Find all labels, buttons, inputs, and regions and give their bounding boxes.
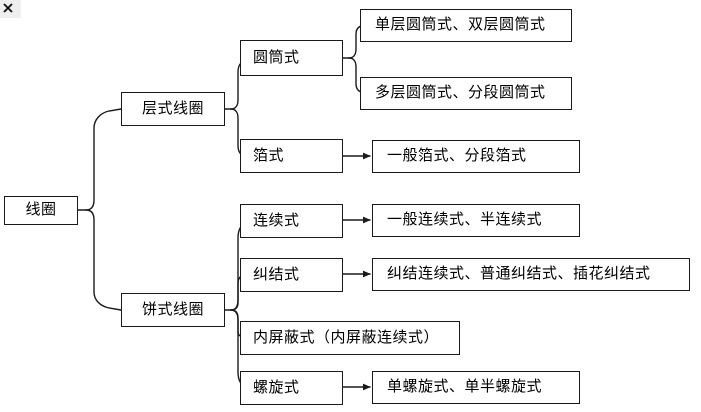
node-leaf-dan-luo-xuan[interactable]: 单螺旋式、单半螺旋式 bbox=[372, 371, 580, 404]
node-leaf-duo-ceng-fen-duan-yuan-tong[interactable]: 多层圆筒式、分段圆筒式 bbox=[360, 77, 572, 110]
node-leaf-jiu-jie-varieties[interactable]: 纠结连续式、普通纠结式、插花纠结式 bbox=[372, 258, 690, 291]
node-root-label: 线圈 bbox=[25, 202, 57, 218]
node-leaf-yi-ban-fen-duan-bo-shi[interactable]: 一般箔式、分段箔式 bbox=[372, 140, 580, 173]
node-jiu-jie-shi[interactable]: 纠结式 bbox=[240, 258, 343, 292]
node-leaf-1-label: 单层圆筒式、双层圆筒式 bbox=[375, 17, 546, 33]
node-bing-shi-xian-quan-label: 饼式线圈 bbox=[141, 301, 204, 318]
node-leaf-dan-shuang-ceng-yuan-tong[interactable]: 单层圆筒式、双层圆筒式 bbox=[360, 9, 572, 42]
node-leaf-5-label: 纠结连续式、普通纠结式、插花纠结式 bbox=[387, 266, 651, 282]
node-leaf-4-label: 一般连续式、半连续式 bbox=[387, 212, 543, 228]
broken-image-icon bbox=[0, 0, 21, 18]
node-leaf-6-label: 单螺旋式、单半螺旋式 bbox=[387, 379, 543, 395]
node-ceng-shi-xian-quan-label: 层式线圈 bbox=[141, 100, 204, 117]
node-leaf-2-label: 多层圆筒式、分段圆筒式 bbox=[375, 85, 546, 101]
node-yuan-tong-shi[interactable]: 圆筒式 bbox=[240, 40, 343, 76]
node-root[interactable]: 线圈 bbox=[4, 196, 78, 225]
node-nei-ping-bi-shi[interactable]: 内屏蔽式（内屏蔽连续式） bbox=[240, 321, 460, 355]
node-leaf-3-label: 一般箔式、分段箔式 bbox=[387, 148, 527, 164]
node-luo-xuan-shi[interactable]: 螺旋式 bbox=[240, 371, 343, 405]
node-lian-xu-shi[interactable]: 连续式 bbox=[240, 204, 343, 238]
node-yuan-tong-shi-label: 圆筒式 bbox=[253, 49, 300, 66]
node-bing-shi-xian-quan[interactable]: 饼式线圈 bbox=[121, 293, 225, 327]
node-ceng-shi-xian-quan[interactable]: 层式线圈 bbox=[121, 92, 225, 126]
node-lian-xu-shi-label: 连续式 bbox=[253, 212, 300, 229]
node-jiu-jie-shi-label: 纠结式 bbox=[253, 266, 300, 283]
node-leaf-yi-ban-ban-lian-xu[interactable]: 一般连续式、半连续式 bbox=[372, 204, 580, 237]
node-bo-shi-label: 箔式 bbox=[253, 147, 285, 164]
node-nei-ping-bi-shi-label: 内屏蔽式（内屏蔽连续式） bbox=[253, 329, 440, 346]
node-bo-shi[interactable]: 箔式 bbox=[240, 139, 343, 173]
node-luo-xuan-shi-label: 螺旋式 bbox=[253, 379, 300, 396]
